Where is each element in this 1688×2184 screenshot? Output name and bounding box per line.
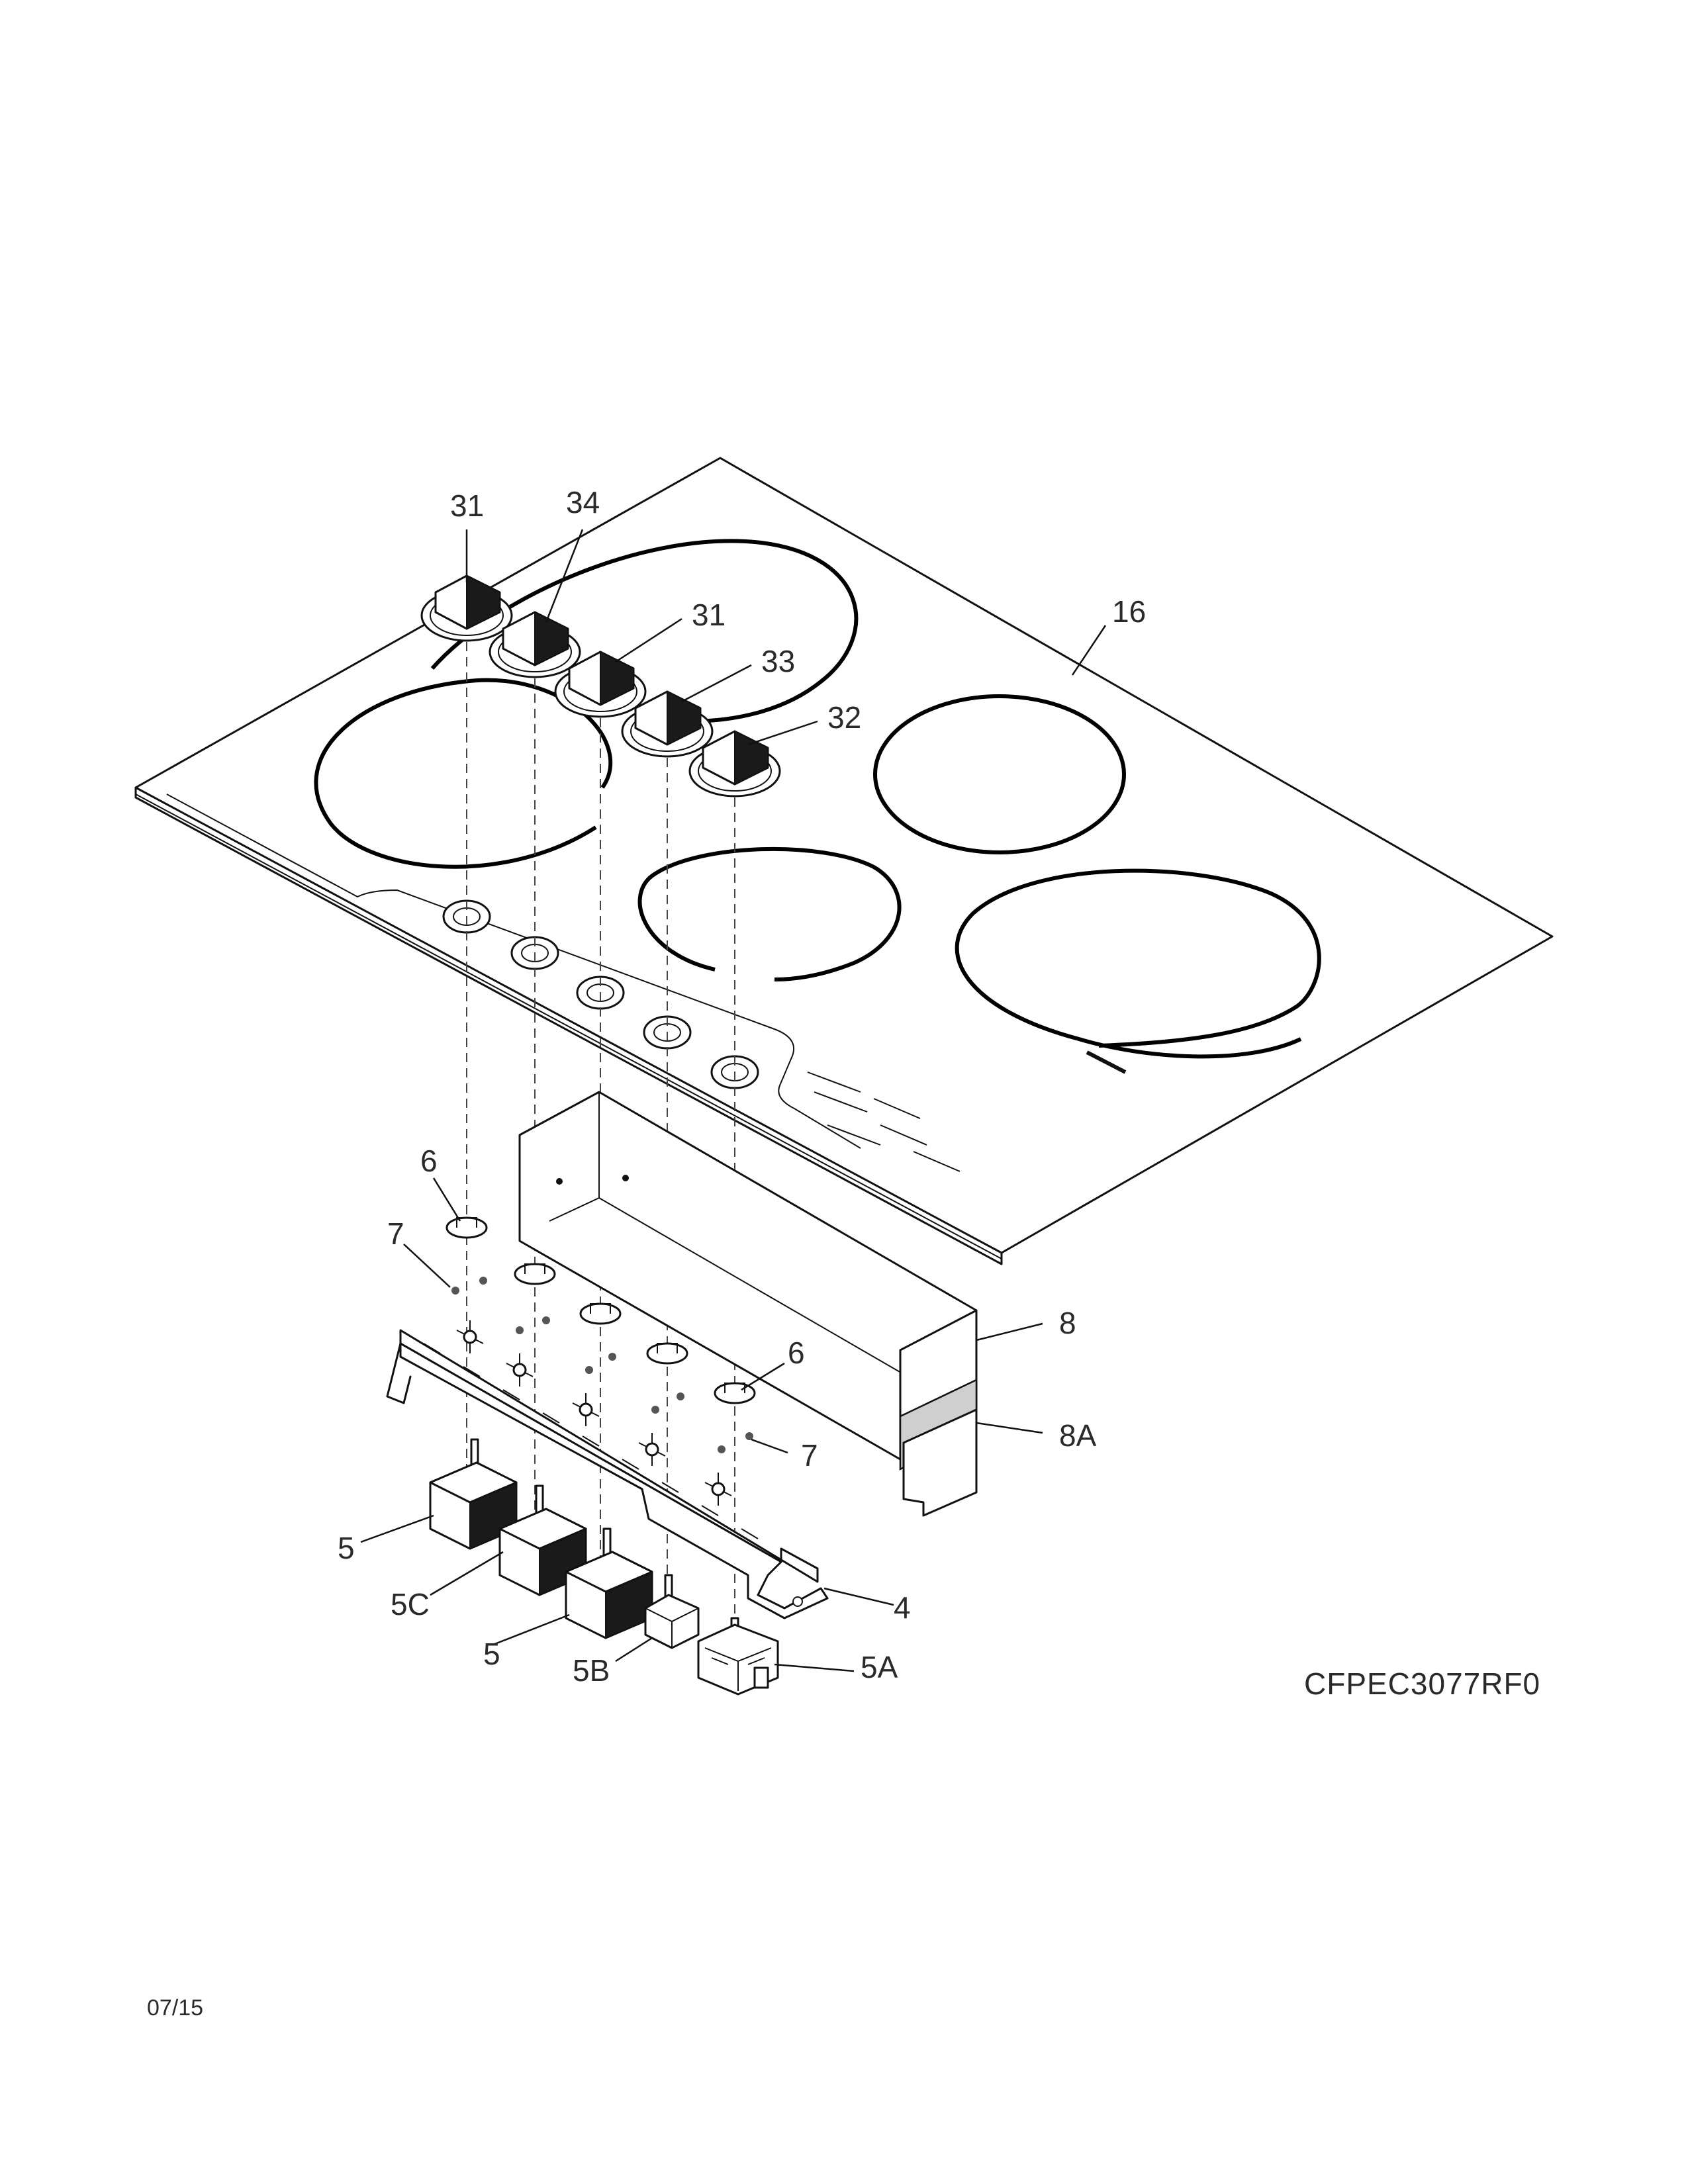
- switch-openings: [456, 1320, 732, 1506]
- callout-34: 34: [566, 485, 600, 520]
- callout-5-top: 5: [338, 1531, 355, 1565]
- knob-31-mid: [554, 651, 647, 718]
- shield-8a: [902, 1408, 978, 1517]
- switch-5-top: [429, 1438, 518, 1550]
- model-number: CFPEC3077RF0: [1304, 1666, 1540, 1701]
- callout-5-bottom: 5: [483, 1637, 500, 1671]
- burner-rear-right: [873, 694, 1126, 854]
- burner-front-right: [955, 868, 1321, 1059]
- footer-date: 07/15: [147, 1995, 203, 2021]
- callout-7-right: 7: [801, 1438, 818, 1473]
- cooktop-glass: [134, 457, 1554, 1265]
- bracket-6-left: [445, 1216, 488, 1239]
- callout-4: 4: [894, 1590, 911, 1625]
- callout-7-left: 7: [387, 1216, 404, 1251]
- callout-33: 33: [761, 644, 795, 678]
- callout-labels: 31 34 31 33 32 16 6 6 7 7 8 8A 4 5 5C 5 …: [338, 485, 1146, 1688]
- callout-6-left: 6: [420, 1144, 438, 1178]
- callout-8a: 8A: [1059, 1418, 1097, 1453]
- knob-31-left: [420, 574, 513, 642]
- callout-16: 16: [1112, 594, 1146, 629]
- callout-8: 8: [1059, 1306, 1076, 1340]
- control-knobs: [420, 574, 781, 797]
- knob-32: [688, 730, 781, 797]
- burner-front-center: [637, 846, 902, 981]
- knob-34: [489, 611, 581, 678]
- callout-5a: 5A: [861, 1650, 898, 1684]
- callout-31-mid: 31: [692, 598, 726, 632]
- screws: [451, 1277, 753, 1453]
- leader-lines: [360, 529, 1107, 1672]
- callout-5c: 5C: [391, 1587, 430, 1621]
- switch-housing: [386, 1320, 829, 1619]
- knob-33: [621, 690, 714, 758]
- callout-31-left: 31: [450, 488, 484, 523]
- callout-5b: 5B: [573, 1653, 610, 1688]
- callout-32: 32: [827, 700, 861, 735]
- switch-5-bottom: [565, 1527, 653, 1639]
- switch-5b: [644, 1574, 700, 1649]
- switch-5a: [697, 1617, 779, 1696]
- callout-6-right: 6: [788, 1336, 805, 1370]
